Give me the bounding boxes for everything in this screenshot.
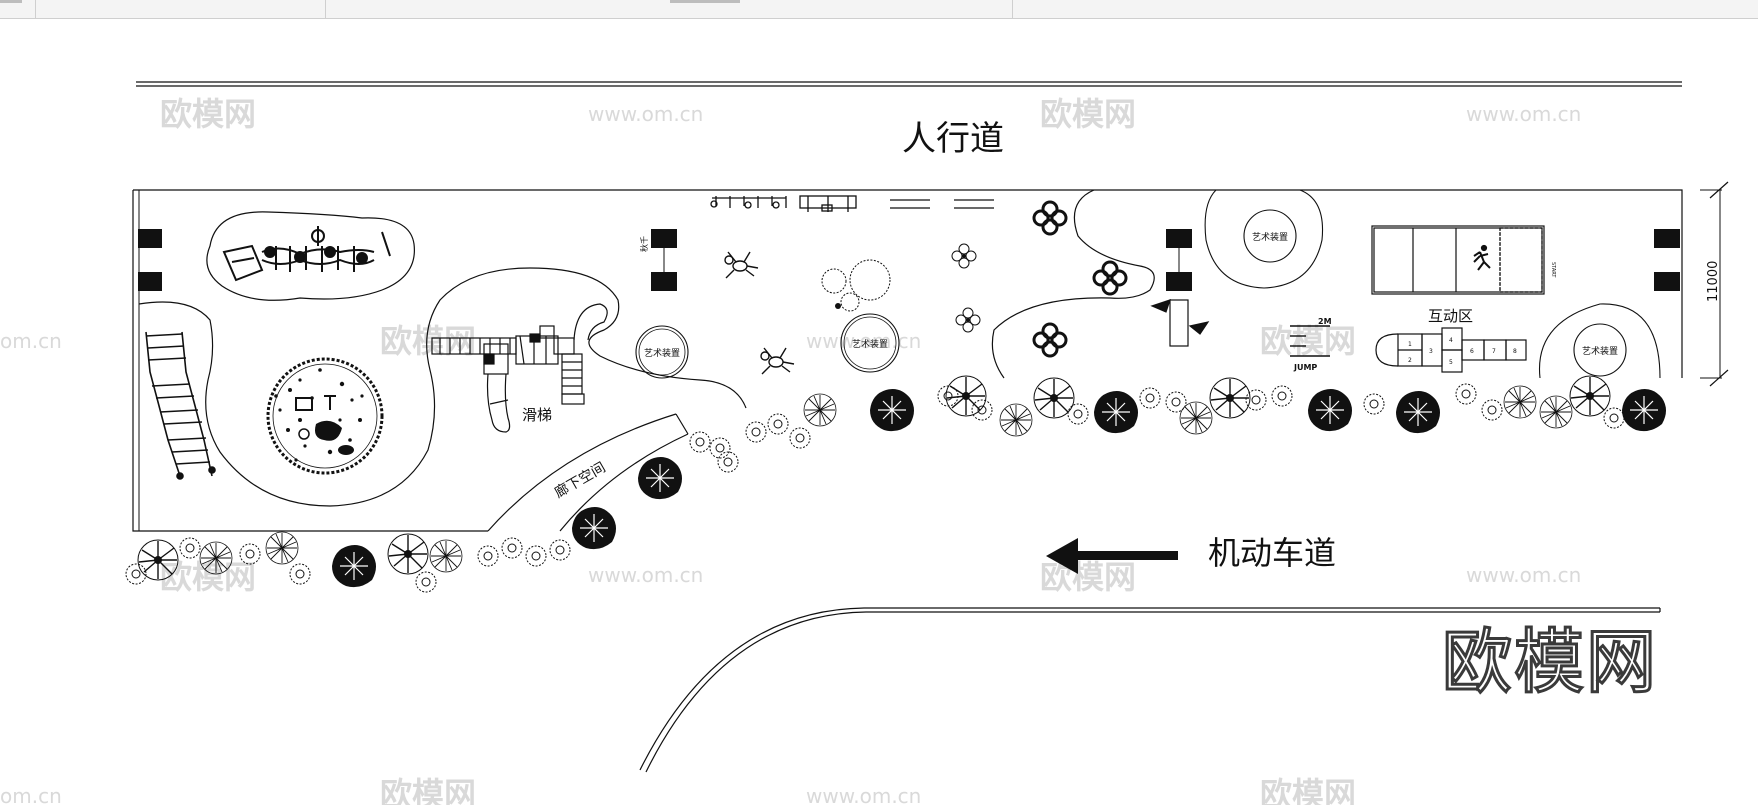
watermark-url: www.om.cn (588, 102, 703, 126)
road-curb (639, 607, 1661, 773)
brand-logo: 欧模网 (1442, 621, 1658, 703)
watermark-brand: 欧模网 (160, 95, 256, 133)
entrance-posts (138, 229, 1680, 291)
art-installation-label: 艺术装置 (1582, 345, 1618, 357)
start-label: START (1550, 262, 1556, 278)
watermark-url-partial: om.cn (0, 784, 62, 805)
art-installation-1: 艺术装置 (635, 325, 689, 379)
art-installation-label: 艺术装置 (852, 338, 888, 350)
traffic-direction-arrow (1046, 538, 1178, 574)
lawn-zone-left (138, 267, 747, 507)
slide-label: 滑梯 (522, 406, 552, 424)
art-installation-label: 艺术装置 (1252, 231, 1288, 243)
hop-number: 8 (1513, 348, 1517, 355)
motorway-label: 机动车道 (1208, 534, 1336, 572)
watermark-brand: 欧模网 (1040, 558, 1136, 596)
climbing-frame-area (206, 211, 415, 301)
interactive-zone-label: 互动区 (1428, 307, 1473, 325)
watermark-url: www.om.cn (588, 563, 703, 587)
art-installation-label: 艺术装置 (644, 347, 680, 359)
slide-structure (431, 303, 608, 433)
art-installation-4: 艺术装置 (1538, 303, 1661, 379)
top-toolbar-strip (0, 0, 1758, 19)
watermark-url: www.om.cn (806, 329, 921, 353)
art-installation-3: 艺术装置 (1204, 189, 1324, 289)
hop-number: 6 (1470, 348, 1474, 355)
jump-track (1290, 325, 1330, 357)
toolbar-divider (1012, 0, 1013, 18)
under-corridor-label: 廊下空间 (552, 459, 609, 502)
rope-net-climber (222, 226, 391, 282)
shrub-cluster-center (821, 259, 891, 312)
swing-label: 秋千 (639, 236, 649, 252)
sand-play-pit (266, 357, 384, 475)
hop-number: 7 (1492, 348, 1496, 355)
toolbar-divider (35, 0, 36, 18)
hopscotch-numbers: 1 2 3 4 5 6 7 8 (1408, 337, 1517, 366)
fitness-equipment-row (710, 195, 994, 212)
hop-number: 2 (1408, 357, 1412, 364)
watermark-brand: 欧模网 (1260, 775, 1356, 805)
dimension-label: 11000 (1706, 261, 1721, 302)
watermark-url: www.om.cn (1466, 102, 1581, 126)
balance-rope-bridge (145, 331, 216, 480)
watermark-brand: 欧模网 (1260, 322, 1356, 360)
site-boundary (132, 189, 1683, 532)
toolbar-tab[interactable] (0, 0, 22, 3)
hop-number: 1 (1408, 341, 1412, 348)
under-corridor-band (487, 413, 689, 532)
watermark-url: www.om.cn (806, 784, 921, 805)
jump-label: JUMP (1293, 363, 1317, 372)
planting-strip (125, 375, 1667, 593)
lawn-curve-center (991, 189, 1155, 379)
quatrefoil-play-pieces (1032, 200, 1128, 358)
hop-number: 4 (1449, 337, 1453, 344)
art-installation-2: 艺术装置 (840, 313, 900, 373)
watermark-layer: 欧模网 www.om.cn 欧模网 www.om.cn om.cn 欧模网 ww… (0, 95, 1581, 805)
hop-number: 3 (1429, 348, 1433, 355)
interactive-running-track (1371, 225, 1545, 295)
hop-distance-label: 2M (1318, 317, 1332, 326)
toolbar-tab[interactable] (670, 0, 740, 3)
insect-sculptures (724, 251, 795, 375)
watermark-brand: 欧模网 (160, 558, 256, 596)
watermark-url: www.om.cn (1466, 563, 1581, 587)
watermark-brand: 欧模网 (1040, 95, 1136, 133)
toolbar-divider (325, 0, 326, 18)
sidewalk-edge (136, 81, 1682, 87)
watermark-brand: 欧模网 (380, 775, 476, 805)
sidewalk-label: 人行道 (902, 119, 1004, 159)
petal-play-pieces (951, 243, 981, 333)
hopscotch-grid (1375, 327, 1527, 373)
hop-number: 5 (1449, 359, 1453, 366)
dimension-marker (1700, 181, 1729, 387)
watermark-url-partial: om.cn (0, 329, 62, 353)
info-sign (1150, 299, 1210, 347)
